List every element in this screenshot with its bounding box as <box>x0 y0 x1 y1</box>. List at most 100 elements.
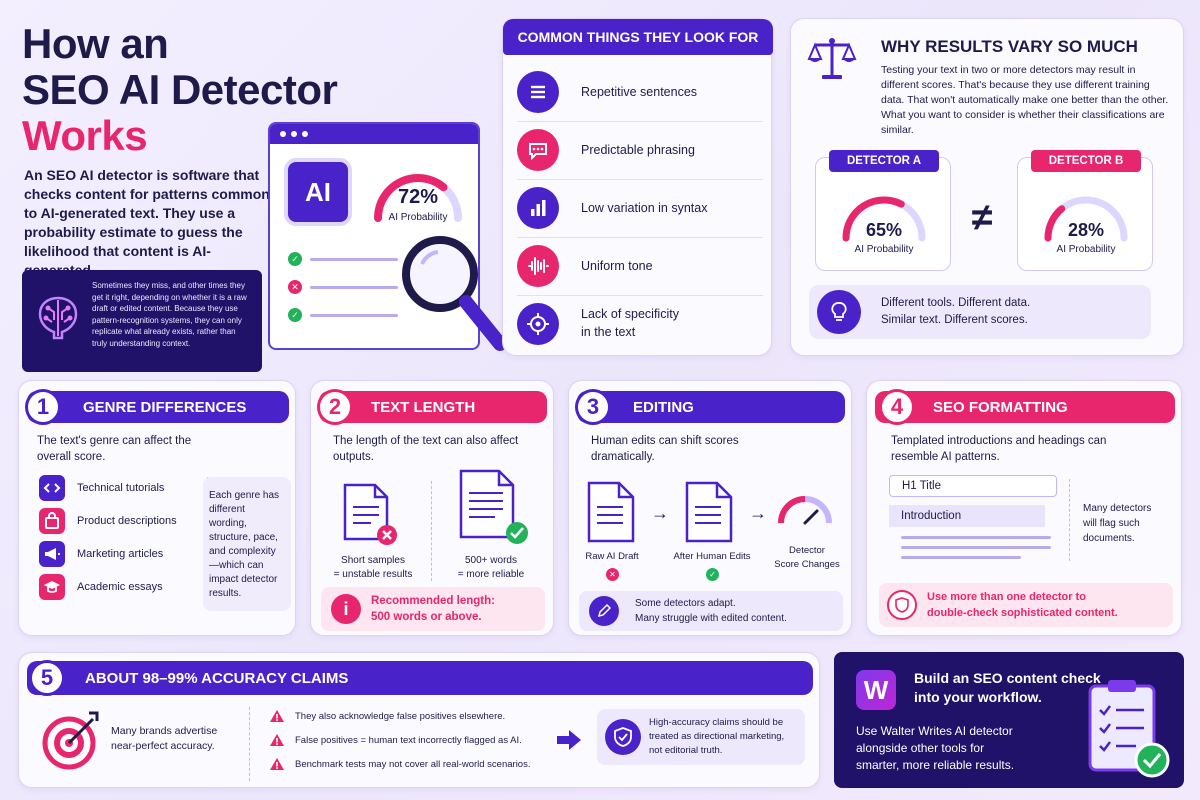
seo-header: SEO FORMATTING <box>875 391 1175 423</box>
cta-title-line2: into your workflow. <box>914 689 1042 705</box>
browser-titlebar <box>270 124 478 144</box>
editing-title: EDITING <box>633 398 694 416</box>
step2-label: After Human Edits <box>673 551 751 562</box>
seo-tip-line2: double-check sophisticated content. <box>927 607 1118 619</box>
editing-note-line2: Many struggle with edited content. <box>635 613 787 624</box>
look-for-item-label: Repetitive sentences <box>581 85 698 99</box>
genre-desc: The text's genre can affect the overall … <box>37 435 192 463</box>
accuracy-title: ABOUT 98–99% ACCURACY CLAIMS <box>85 669 349 687</box>
rec-line2: 500 words or above. <box>371 611 482 623</box>
long-sub: = more reliable <box>457 569 525 580</box>
detector-a-panel: DETECTOR A 65% AI Probability <box>815 150 951 271</box>
seo-desc: Templated introductions and headings can… <box>891 435 1107 463</box>
target-arrow-icon <box>42 711 99 770</box>
editing-header: EDITING <box>577 391 845 423</box>
detector-b-sub: AI Probability <box>1056 244 1116 255</box>
short-label: Short samples <box>341 555 405 566</box>
look-for-item: Predictable phrasing <box>517 127 763 180</box>
hero-title-line3: Works <box>22 112 148 159</box>
graduation-cap-icon <box>39 574 65 600</box>
short-document-icon <box>343 483 397 545</box>
gauge-fill <box>374 174 448 222</box>
seo-tip-line1: Use more than one detector to <box>927 591 1086 603</box>
arrow-right-icon: → <box>749 503 767 523</box>
brand-line2: near-perfect accuracy. <box>111 740 215 752</box>
accuracy-divider <box>249 707 250 781</box>
step1-cross-icon: ✕ <box>606 568 619 581</box>
look-for-item-label: Lack of specificity <box>581 307 679 321</box>
sound-wave-icon <box>517 245 559 287</box>
editing-card: EDITING 3 Human edits can shift scores d… <box>568 380 852 636</box>
result-line2: treated as directional marketing, <box>649 731 785 742</box>
lightbulb-icon <box>817 290 861 334</box>
megaphone-icon <box>39 541 65 567</box>
clipboard-checklist-icon <box>1088 680 1170 778</box>
detector-a-gauge <box>842 196 926 242</box>
magnifying-glass-icon <box>402 236 507 351</box>
pencil-icon <box>589 596 619 626</box>
seo-title: SEO FORMATTING <box>933 398 1068 416</box>
browser-window-illustration: AI 72% AI Probability ✓ ✕ ✓ <box>268 122 480 350</box>
genre-item-label: Marketing articles <box>77 548 164 560</box>
genre-item-label: Technical tutorials <box>77 482 165 494</box>
genre-item: Academic essays <box>39 574 163 600</box>
editing-note: Some detectors adapt. Many struggle with… <box>579 591 843 631</box>
edited-document-icon <box>685 481 733 543</box>
ai-chip-label: AI <box>305 176 331 207</box>
list-icon <box>517 71 559 113</box>
cta-title-line1: Build an SEO content check <box>914 670 1101 686</box>
look-for-item-label-line2: in the text <box>581 325 636 339</box>
look-for-item: Repetitive sentences <box>517 69 763 122</box>
step3-line2: Score Changes <box>774 559 840 570</box>
raw-draft-document-icon <box>587 481 635 543</box>
chat-bubble-icon <box>517 129 559 171</box>
code-icon <box>39 475 65 501</box>
hero-description: An SEO AI detector is software that chec… <box>24 167 270 278</box>
genre-note: Each genre has different wording, struct… <box>203 477 291 611</box>
long-label: 500+ words <box>465 555 517 566</box>
ai-probability-gauge <box>374 174 462 222</box>
look-for-card: COMMON THINGS THEY LOOK FOR Repetitive s… <box>502 18 773 356</box>
ai-chip-icon: AI <box>288 162 348 222</box>
walter-writes-logo: W <box>856 670 896 710</box>
look-for-item: Uniform tone <box>517 243 763 296</box>
accuracy-number: 5 <box>29 660 65 696</box>
shield-check-icon <box>605 719 641 755</box>
warning-text: Benchmark tests may not cover all real-w… <box>295 758 531 770</box>
look-for-item: Lack of specificity in the text <box>517 301 763 351</box>
look-for-separator <box>517 295 763 296</box>
vary-tip-line1: Different tools. Different data. <box>881 297 1031 309</box>
length-divider <box>431 481 432 581</box>
detector-b-label: DETECTOR B <box>1031 150 1141 172</box>
hero-title-line1: How an <box>22 20 169 67</box>
detector-b-value: 28% <box>1067 220 1105 240</box>
result-line1: High-accuracy claims should be <box>649 717 784 728</box>
editing-note-line1: Some detectors adapt. <box>635 598 736 609</box>
length-desc: The length of the text can also affect o… <box>333 435 519 463</box>
bar-chart-icon <box>517 187 559 229</box>
length-header: TEXT LENGTH <box>319 391 547 423</box>
check-icon: ✓ <box>288 308 302 322</box>
check-icon: ✓ <box>288 252 302 266</box>
genre-title: GENRE DIFFERENCES <box>83 398 247 416</box>
long-document-icon <box>459 469 528 544</box>
vary-title: WHY RESULTS VARY SO MUCH <box>881 37 1138 56</box>
editing-number: 3 <box>575 389 611 425</box>
length-card: TEXT LENGTH 2 The length of the text can… <box>310 380 554 636</box>
brand-line1: Many brands advertise <box>111 725 218 737</box>
warning-item: False positives = human text incorrectly… <box>269 733 522 747</box>
cta-panel: W Build an SEO content check into your w… <box>834 652 1184 788</box>
detector-b-panel: DETECTOR B 28% AI Probability <box>1017 150 1153 271</box>
look-for-item-label: Low variation in syntax <box>581 201 708 215</box>
detector-b-gauge <box>1044 196 1128 242</box>
introduction-block: Introduction <box>889 505 1045 527</box>
seo-tip: Use more than one detector to double-che… <box>879 583 1173 627</box>
warning-text: They also acknowledge false positives el… <box>295 710 506 722</box>
short-sub: = unstable results <box>333 569 413 580</box>
gauge-fill <box>842 196 905 242</box>
shopping-bag-icon <box>39 508 65 534</box>
vary-tip-line2: Similar text. Different scores. <box>881 314 1028 326</box>
arrow-right-icon <box>557 730 581 750</box>
warning-item: Benchmark tests may not cover all real-w… <box>269 757 530 771</box>
score-gauge-icon <box>778 496 832 525</box>
